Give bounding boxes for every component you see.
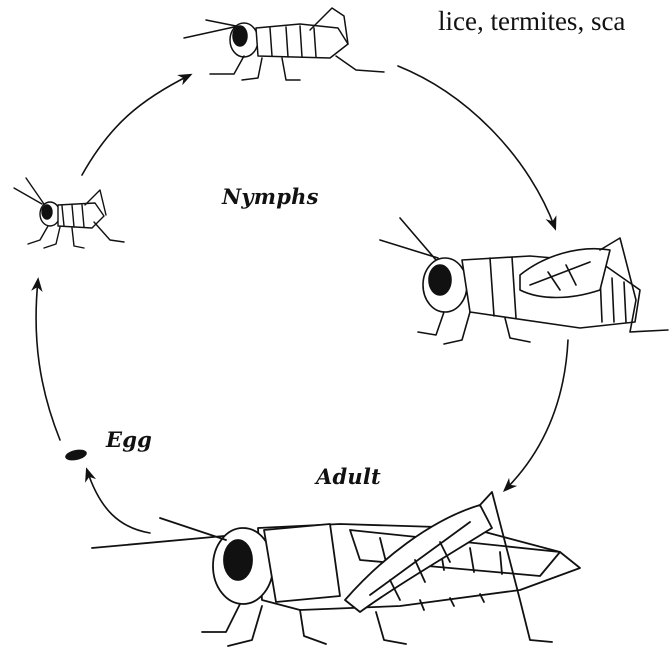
arrow-egg-to-small-nymph xyxy=(36,280,60,440)
arrow-large-nymph-to-adult xyxy=(505,340,568,490)
arrow-small-to-medium-nymph xyxy=(82,75,190,175)
small-nymph-icon xyxy=(14,178,124,248)
adult-label: Adult xyxy=(316,464,381,489)
adult-grasshopper-icon xyxy=(92,492,580,646)
medium-nymph-icon xyxy=(184,8,384,80)
nymphs-label: Nymphs xyxy=(222,184,319,209)
egg-icon xyxy=(64,448,88,462)
arrow-adult-to-egg xyxy=(87,470,150,533)
arrow-medium-to-large-nymph xyxy=(398,66,555,228)
large-nymph-icon xyxy=(380,218,668,344)
egg-label: Egg xyxy=(106,427,152,452)
